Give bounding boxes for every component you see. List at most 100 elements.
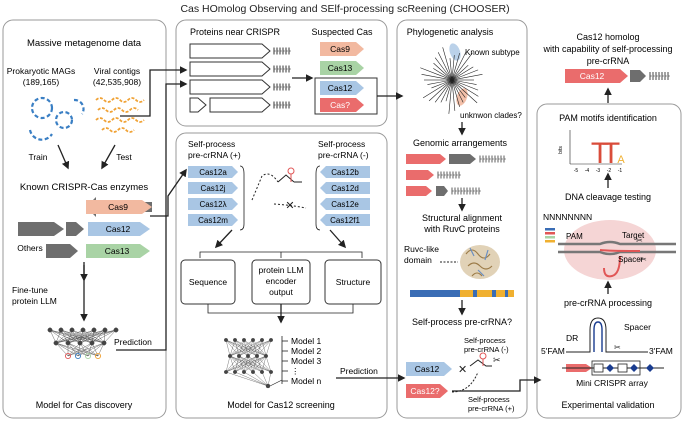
crispr-arrays	[273, 47, 291, 109]
encoder-line1: protein LLM	[259, 265, 304, 275]
precrna-processing-label: pre-crRNA processing	[564, 298, 652, 308]
cas12-variant-box	[188, 198, 238, 210]
suspected-cas9: Cas9	[330, 44, 350, 54]
cas12-variant-label: Cas12b	[331, 168, 359, 177]
model-label: Model 2	[291, 346, 322, 356]
cas12-variant-label: Cas12e	[331, 200, 359, 209]
suspected-cas12: Cas12	[328, 83, 353, 93]
logo-tick: -3	[596, 168, 601, 174]
pam-label: PAM	[566, 232, 583, 241]
mags-count: (189,165)	[23, 77, 60, 87]
pam-heading: PAM motifs identification	[559, 113, 657, 123]
suspected-casq: Cas?	[330, 100, 350, 110]
dna-cleavage-icon: ✂ ✂	[545, 220, 676, 280]
svg-text:✂: ✂	[493, 355, 501, 365]
genomic-arrangement-icons	[406, 154, 506, 196]
genomic-heading: Genomic arrangements	[413, 138, 508, 148]
logo-tick: -1	[618, 168, 623, 174]
spacer-label: Spacer	[618, 255, 644, 264]
sequence-label: Sequence	[189, 277, 228, 287]
cas12-variant-label: Cas12a	[199, 168, 227, 177]
prediction-label-left: Prediction	[114, 337, 152, 347]
fam3-label: 3'FAM	[649, 346, 673, 356]
network-node	[242, 370, 246, 374]
cas12-variant-label: Cas12λ	[199, 200, 226, 209]
svg-text:A: A	[617, 154, 625, 166]
panel-crispr	[175, 19, 388, 127]
network-node	[264, 354, 268, 358]
cas12-screening-footer: Model for Cas12 screening	[227, 400, 335, 410]
ruvc-line2: domain	[404, 255, 432, 265]
cas12-label: Cas12	[106, 224, 131, 234]
others-label: Others	[17, 243, 43, 253]
unknown-clades-label: unknwon clades?	[460, 111, 522, 120]
network-node	[251, 370, 255, 374]
suspected-cas-list: Cas9 Cas13 Cas12 Cas?	[314, 42, 378, 115]
negative-heading-1: Self-process	[318, 139, 365, 149]
encoder-line2: encoder	[266, 276, 297, 286]
finetune-line2: protein LLM	[12, 296, 57, 306]
negative-heading-2: pre-crRNA (-)	[318, 150, 369, 160]
svg-text:✂: ✂	[636, 236, 643, 245]
crrna-processing-motif: ✕	[251, 167, 307, 212]
known-subtype-label: Known subtype	[465, 48, 520, 57]
mags-genomes-icon	[28, 96, 85, 141]
mini-crispr-label: Mini CRISPR array	[576, 378, 649, 388]
cas12-variant-box	[320, 214, 370, 226]
pos-result-line2: pre-crRNA (+)	[468, 404, 515, 413]
network-node	[224, 338, 228, 342]
neg-result-line2: pre-crRNA (-)	[464, 345, 509, 354]
network-node	[246, 354, 250, 358]
encoder-line3: output	[269, 287, 293, 297]
pam-sequence-logo: bits T T A -5-4-3-2-1	[558, 130, 625, 174]
fam5-label: 5'FAM	[541, 346, 565, 356]
cas-discovery-footer: Model for Cas discovery	[36, 400, 133, 410]
cas12-variant-label: Cas12f1	[330, 216, 360, 225]
cas12-variant-box	[320, 182, 370, 194]
model-label: ⋮	[291, 366, 300, 376]
dna-cleavage-label: DNA cleavage testing	[565, 192, 651, 202]
pos-result-line1: Self-process	[468, 395, 510, 404]
model-label: Model 3	[291, 356, 322, 366]
prediction-label-mid: Prediction	[340, 366, 378, 376]
target-label: Target	[622, 231, 645, 240]
finetune-line1: Fine-tune	[12, 285, 48, 295]
nnn-label: NNNNNNNN	[543, 212, 592, 222]
network-node	[255, 354, 259, 358]
metagenome-heading: Massive metagenome data	[27, 38, 142, 49]
network-node	[269, 338, 273, 342]
svg-text:✕: ✕	[458, 364, 467, 376]
phylogenetic-heading: Phylogenetic analysis	[407, 27, 494, 37]
network-node	[233, 370, 237, 374]
cas12-variant-box	[320, 166, 370, 178]
phylogenetic-tree-icon	[420, 43, 483, 114]
cas12-variant-label: Cas12j	[201, 184, 226, 193]
bits-label: bits	[558, 146, 564, 154]
cas13-label: Cas13	[105, 246, 130, 256]
panel-phylogenetic	[396, 19, 528, 419]
logo-tick: -2	[607, 168, 612, 174]
viral-label: Viral contigs	[94, 66, 140, 76]
network-node	[242, 338, 246, 342]
network-node	[228, 354, 232, 358]
svg-text:✂: ✂	[640, 255, 647, 264]
crrna-hairpin-icon: ✂	[566, 317, 648, 353]
known-enzymes-heading: Known CRISPR-Cas enzymes	[20, 182, 149, 193]
network-node	[269, 370, 273, 374]
proteins-near-crispr-heading: Proteins near CRISPR	[190, 27, 281, 37]
network-node	[251, 338, 255, 342]
model-label: Model 1	[291, 336, 322, 346]
cas12-variant-label: Cas12d	[331, 184, 359, 193]
suspected-cas13: Cas13	[328, 63, 353, 73]
network-output-node	[265, 383, 271, 389]
neural-network-icon	[47, 327, 119, 360]
mini-crispr-array-icon	[562, 360, 664, 376]
cas12-variant-box	[188, 214, 238, 226]
mags-label: Prokaryotic MAGs	[7, 66, 76, 76]
ruvc-line1: Ruvc-like	[404, 244, 439, 254]
svg-text:✕: ✕	[285, 200, 294, 212]
known-enzymes-loci: Cas9 Cas12 Others Cas13	[17, 197, 152, 258]
